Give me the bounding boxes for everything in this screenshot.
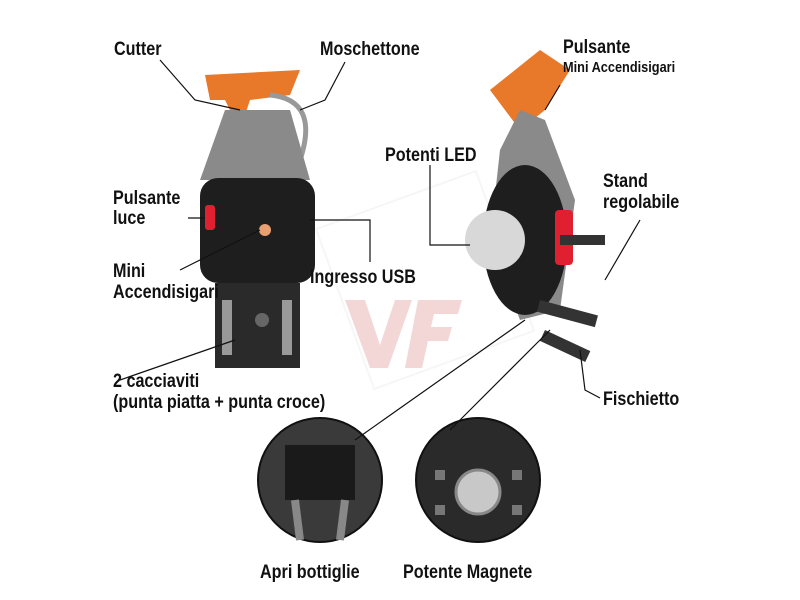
label-pulsante-luce-2: luce xyxy=(113,208,146,229)
magnet-detail xyxy=(415,417,541,543)
right-device xyxy=(465,50,605,363)
label-mini-accendisigari-top: Mini Accendisigari xyxy=(563,59,676,76)
label-apri-bottiglie: Apri bottiglie xyxy=(260,562,360,583)
label-stand-2: regolabile xyxy=(603,192,680,213)
leader-lines xyxy=(119,59,641,441)
label-mini-1: Mini xyxy=(113,261,146,282)
label-pulsante-luce-1: Pulsante xyxy=(113,188,181,209)
label-stand-1: Stand xyxy=(603,171,648,192)
label-cacciaviti-2: (punta piatta + punta croce) xyxy=(113,392,326,413)
bottle-opener-detail xyxy=(257,417,383,543)
label-potenti-led: Potenti LED xyxy=(385,145,477,166)
label-fischietto: Fischietto xyxy=(603,389,680,410)
label-pulsante-top: Pulsante xyxy=(563,37,631,58)
label-cutter: Cutter xyxy=(114,39,162,60)
label-cacciaviti-1: 2 cacciaviti xyxy=(113,371,200,392)
label-moschettone: Moschettone xyxy=(320,39,420,60)
label-mini-2: Accendisigari xyxy=(113,282,219,303)
label-potente-magnete: Potente Magnete xyxy=(403,562,533,583)
label-ingresso-usb: Ingresso USB xyxy=(310,267,416,288)
left-device xyxy=(200,70,315,368)
